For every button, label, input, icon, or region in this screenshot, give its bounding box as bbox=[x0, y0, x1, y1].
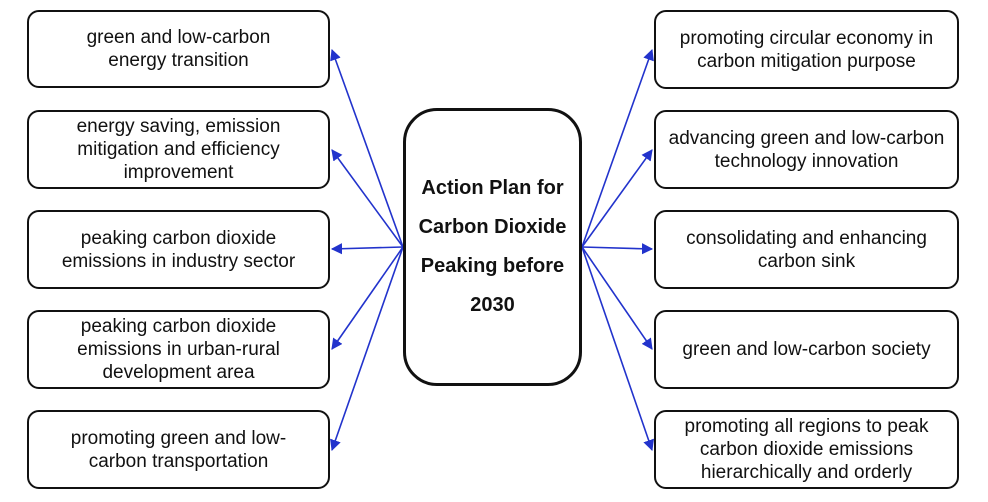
left-item-box-5: promoting green and low-carbon transport… bbox=[27, 410, 330, 489]
right-item-label: advancing green and low-carbon technolog… bbox=[668, 127, 945, 172]
central-plan-box: Action Plan for Carbon Dioxide Peaking b… bbox=[403, 108, 582, 386]
right-item-label: consolidating and enhancing carbon sink bbox=[686, 227, 927, 272]
right-item-box-2: advancing green and low-carbon technolog… bbox=[654, 110, 959, 189]
left-item-label: promoting green and low-carbon transport… bbox=[70, 427, 287, 472]
arrow-to-left-item-4 bbox=[331, 246, 404, 350]
left-item-box-1: green and low-carbon energy transition bbox=[27, 10, 330, 88]
arrow-to-right-item-4 bbox=[581, 246, 653, 350]
arrow-to-left-item-2 bbox=[331, 149, 404, 248]
left-item-label: peaking carbon dioxide emissions in indu… bbox=[61, 227, 296, 272]
arrow-to-right-item-2 bbox=[581, 149, 653, 248]
left-item-box-3: peaking carbon dioxide emissions in indu… bbox=[27, 210, 330, 289]
right-item-label: promoting circular economy in carbon mit… bbox=[679, 27, 934, 72]
arrow-to-left-item-5 bbox=[330, 246, 404, 452]
central-plan-label: Action Plan for Carbon Dioxide Peaking b… bbox=[418, 177, 567, 316]
arrow-to-right-item-5 bbox=[581, 246, 655, 452]
arrow-to-left-item-3 bbox=[330, 243, 404, 255]
left-item-box-4: peaking carbon dioxide emissions in urba… bbox=[27, 310, 330, 389]
right-item-label: green and low-carbon society bbox=[682, 339, 931, 360]
right-item-box-5: promoting all regions to peak carbon dio… bbox=[654, 410, 959, 489]
arrow-to-left-item-1 bbox=[330, 48, 404, 248]
right-item-box-4: green and low-carbon society bbox=[654, 310, 959, 389]
left-item-label: peaking carbon dioxide emissions in urba… bbox=[77, 316, 280, 383]
arrow-to-right-item-3 bbox=[581, 243, 654, 255]
arrow-to-right-item-1 bbox=[581, 48, 654, 248]
right-item-box-1: promoting circular economy in carbon mit… bbox=[654, 10, 959, 89]
right-item-label: promoting all regions to peak carbon dio… bbox=[684, 416, 929, 483]
right-item-box-3: consolidating and enhancing carbon sink bbox=[654, 210, 959, 289]
left-item-label: energy saving, emission mitigation and e… bbox=[76, 116, 281, 183]
left-item-label: green and low-carbon energy transition bbox=[86, 27, 271, 71]
left-item-box-2: energy saving, emission mitigation and e… bbox=[27, 110, 330, 189]
